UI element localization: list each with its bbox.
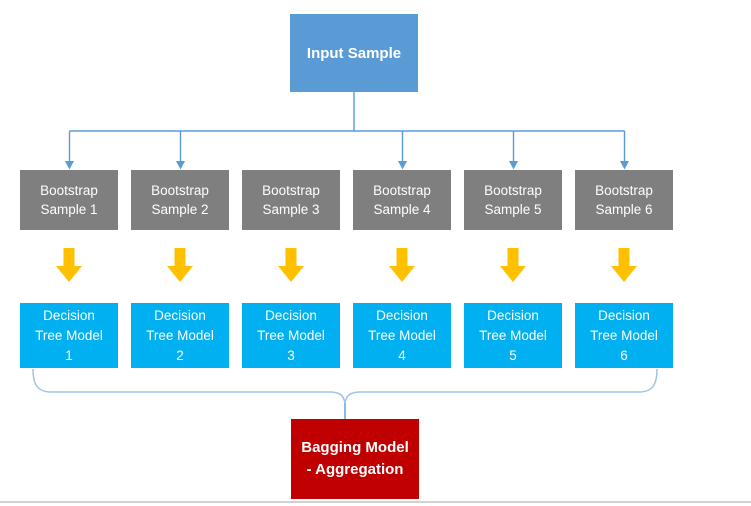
bootstrap-sample-5-box: Bootstrap Sample 5 [464,170,562,230]
page-edge-line [0,501,751,503]
down-arrow-icon [56,248,82,282]
bagging-aggregation-box: Bagging Model - Aggregation [291,419,419,499]
tree-model-6-box: Decision Tree Model 6 [575,303,673,368]
bootstrap-sample-3-box: Bootstrap Sample 3 [242,170,340,230]
tree-model-5-box: Decision Tree Model 5 [464,303,562,368]
down-arrow-icon [167,248,193,282]
tree-model-3-box: Decision Tree Model 3 [242,303,340,368]
input-sample-box: Input Sample [290,14,418,92]
brace-icon [32,368,658,404]
tree-model-4-box: Decision Tree Model 4 [353,303,451,368]
tree-model-1-box: Decision Tree Model 1 [20,303,118,368]
bootstrap-sample-1-box: Bootstrap Sample 1 [20,170,118,230]
down-arrow-icon [278,248,304,282]
bootstrap-sample-2-box: Bootstrap Sample 2 [131,170,229,230]
bootstrap-sample-6-box: Bootstrap Sample 6 [575,170,673,230]
down-arrow-icon [500,248,526,282]
down-arrow-icon [389,248,415,282]
drop-arrowhead-icons [65,161,629,170]
tree-model-2-box: Decision Tree Model 2 [131,303,229,368]
drop-lines [68,131,626,162]
down-arrow-icon [611,248,637,282]
bootstrap-sample-4-box: Bootstrap Sample 4 [353,170,451,230]
